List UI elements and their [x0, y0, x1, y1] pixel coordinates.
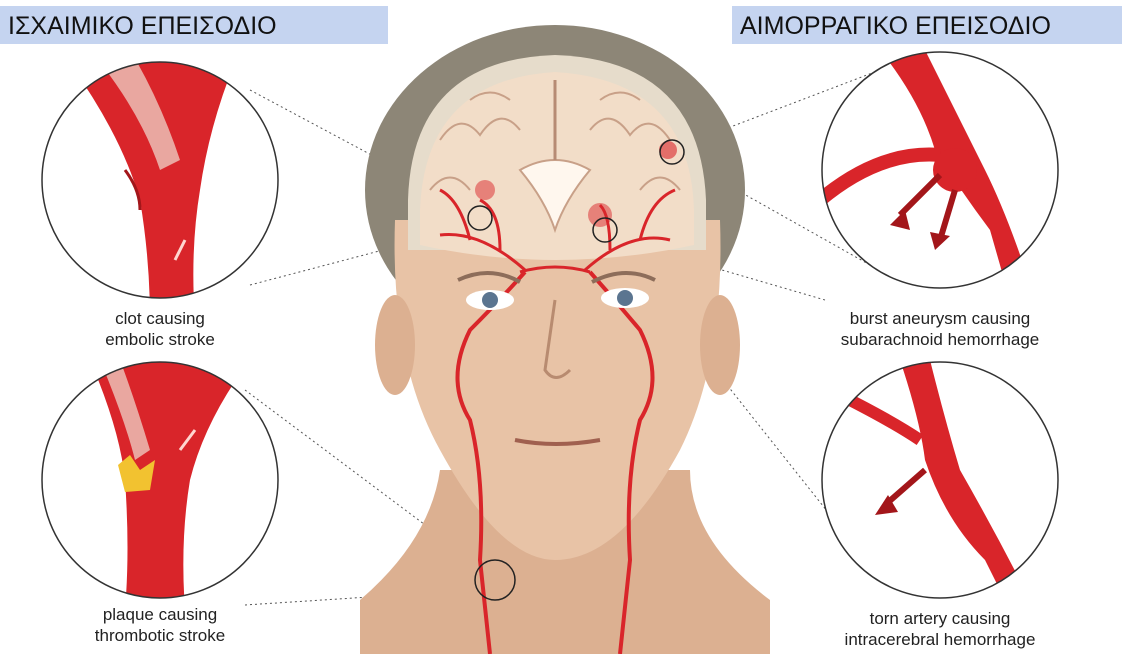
caption-subarachnoid-hemorrhage: burst aneurysm causing subarachnoid hemo… — [810, 308, 1070, 350]
inset-embolic-clot — [42, 50, 278, 320]
caption-embolic-stroke: clot causing embolic stroke — [60, 308, 260, 350]
caption-line: intracerebral hemorrhage — [810, 629, 1070, 650]
head-illustration — [360, 25, 770, 654]
inset-thrombotic-plaque — [42, 360, 278, 610]
caption-line: torn artery causing — [810, 608, 1070, 629]
caption-thrombotic-stroke: plaque causing thrombotic stroke — [55, 604, 265, 646]
inset-burst-aneurysm — [820, 50, 1058, 300]
caption-line: thrombotic stroke — [55, 625, 265, 646]
caption-line: embolic stroke — [60, 329, 260, 350]
caption-line: burst aneurysm causing — [810, 308, 1070, 329]
caption-line: plaque causing — [55, 604, 265, 625]
caption-line: clot causing — [60, 308, 260, 329]
caption-intracerebral-hemorrhage: torn artery causing intracerebral hemorr… — [810, 608, 1070, 650]
caption-line: subarachnoid hemorrhage — [810, 329, 1070, 350]
inset-torn-artery — [822, 360, 1058, 610]
